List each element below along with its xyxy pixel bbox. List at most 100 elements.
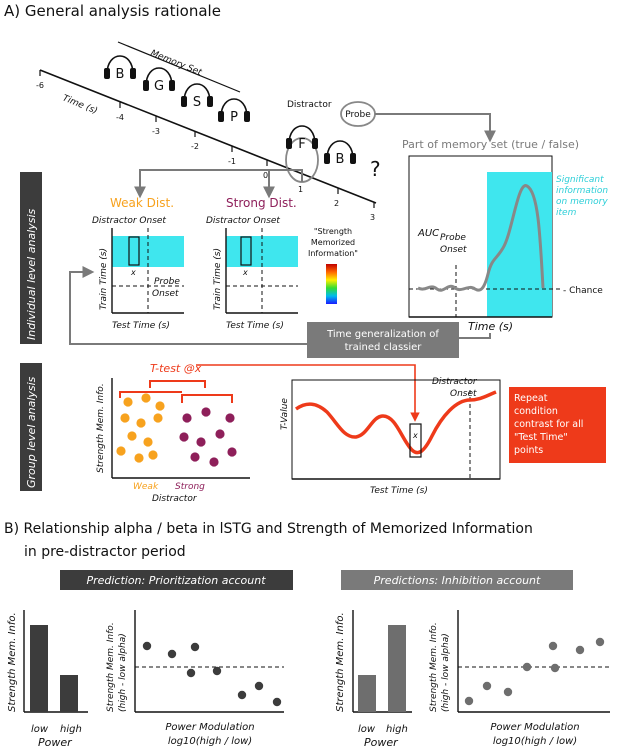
tvalue-x-label: Test Time (s) <box>370 486 428 496</box>
ttest-label: T-test @x <box>150 362 202 375</box>
tvalue-x-marker: x <box>412 431 418 440</box>
timeline-tick-label: -1 <box>228 157 236 166</box>
memory-letter: P <box>230 110 238 125</box>
section-b-title-1: B) Relationship alpha / beta in lSTG and… <box>4 521 533 537</box>
headphone-icon: G <box>143 67 175 94</box>
question-mark: ? <box>370 157 381 181</box>
memory-letter: B <box>336 152 345 167</box>
strong-dot <box>179 432 189 442</box>
weak-dot <box>136 418 146 428</box>
strong-dot <box>196 437 206 447</box>
headphone-left-cup <box>143 80 149 91</box>
inhib-dot <box>482 681 492 691</box>
headphone-icon: B <box>104 55 136 82</box>
strong-x-marker: x <box>242 268 248 277</box>
group-dot-panel: T-test @x Strength Mem. Info. Weak Stron… <box>96 362 420 504</box>
strong-label: Strong <box>175 482 205 492</box>
prio-scatter-ylabel-1: Strength Mem. Info. <box>106 622 116 712</box>
headphone-right-cup <box>312 138 318 149</box>
strong-train-time: Train Time (s) <box>213 248 223 310</box>
probe-label: Probe <box>345 110 371 120</box>
timeline-axis <box>39 69 377 204</box>
headphone-left-cup <box>324 153 330 164</box>
inhib-scatter-ylabel-1: Strength Mem. Info. <box>429 622 439 712</box>
memory-letter: F <box>298 137 305 152</box>
distractor-label: Distractor <box>287 100 332 110</box>
headphone-icon: S <box>181 83 213 110</box>
inhib-dot <box>522 662 532 672</box>
headphone-right-cup <box>130 68 136 79</box>
memory-set-bracket <box>117 41 241 93</box>
prio-scatter-panel: Strength Mem. Info. (high - low alpha) P… <box>106 610 284 747</box>
timeline-tick-label: 2 <box>334 199 339 208</box>
auc-panel: Part of memory set (true / false) AUC Pr… <box>402 138 608 333</box>
weak-dist-label: Weak Dist. <box>110 196 174 210</box>
prio-dot <box>212 666 222 676</box>
inhib-dot <box>575 645 585 655</box>
colorbar <box>326 264 337 304</box>
weak-dot <box>155 401 165 411</box>
side-label-group-box <box>20 363 42 491</box>
memory-letter: G <box>154 79 164 94</box>
memory-set-label: Memory Set <box>149 49 203 79</box>
strong-dot <box>215 429 225 439</box>
tvalue-x-box <box>409 423 422 458</box>
timeline-tick-label: 0 <box>263 171 268 180</box>
inhib-bar-ylabel: Strength Mem. Info. <box>335 612 346 712</box>
section-a-title: A) General analysis rationale <box>4 2 221 20</box>
strong-dot <box>201 407 211 417</box>
prio-dots <box>142 641 282 707</box>
time-axis-label: Time (s) <box>61 94 99 117</box>
section-b-title-2: in pre-distractor period <box>24 544 186 560</box>
prio-bar-ylabel: Strength Mem. Info. <box>7 612 18 712</box>
auc-curve <box>417 184 545 292</box>
connector-from-auc <box>459 333 491 339</box>
ttest-bracket-top <box>149 380 206 388</box>
auc-time-label: Time (s) <box>468 320 513 333</box>
weak-dot <box>120 413 130 423</box>
inhibition-header: Predictions: Inhibition account <box>374 574 541 587</box>
strong-dot <box>190 452 200 462</box>
timeline-tick-label: -3 <box>152 127 160 136</box>
strong-x-box <box>240 236 252 266</box>
headphone-right-cup <box>207 96 213 107</box>
inhib-bar-low <box>358 675 376 712</box>
part-of-memory-set-label: Part of memory set (true / false) <box>402 138 579 151</box>
strong-distractor-onset: Distractor Onset <box>206 216 280 226</box>
headphone-left-cup <box>104 68 110 79</box>
inhib-dot <box>595 637 605 647</box>
prio-bar-low <box>30 625 48 712</box>
memory-letter: S <box>193 95 201 110</box>
headphone-icon: P <box>218 98 250 125</box>
prio-dot <box>237 690 247 700</box>
weak-dot <box>143 437 153 447</box>
prio-bar-xlabel: Power <box>38 736 73 749</box>
prioritization-header: Prediction: Prioritization account <box>86 574 266 587</box>
prioritization-header-box <box>60 570 293 590</box>
timeline-tick-label: 3 <box>370 213 375 222</box>
arrow-to-tg-panels <box>69 266 307 345</box>
weak-x-box <box>128 236 140 266</box>
weak-label: Weak <box>133 482 159 492</box>
prio-dot <box>254 681 264 691</box>
prio-bar-panel: Strength Mem. Info. low high Power <box>7 610 88 749</box>
weak-test-time: Test Time (s) <box>112 321 170 331</box>
weak-dot <box>148 450 158 460</box>
weak-dot <box>116 446 126 456</box>
prio-bar-high-label: high <box>60 724 82 735</box>
prio-scatter-xlabel-2: log10(high / low) <box>168 736 252 747</box>
prio-dot <box>142 641 152 651</box>
headphone-icon: F <box>286 125 318 152</box>
strong-test-time: Test Time (s) <box>226 321 284 331</box>
group-y-label: Strength Mem. Info. <box>96 383 106 473</box>
weak-x-marker: x <box>130 268 136 277</box>
weak-dot <box>123 397 133 407</box>
inhib-dot <box>464 696 474 706</box>
side-label-individual: Individual level analysis <box>25 208 38 340</box>
weak-dot <box>141 393 151 403</box>
headphone-left-cup <box>181 96 187 107</box>
